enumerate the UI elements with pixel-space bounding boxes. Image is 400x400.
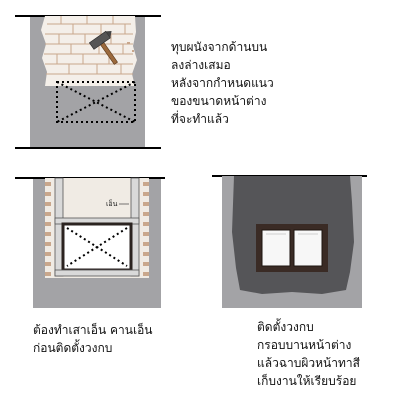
- planned-window-outline: [56, 81, 136, 123]
- window-x-marker: [66, 227, 128, 267]
- sill-beam: [54, 269, 140, 277]
- step1-caption-line: หลังจากกำหนดแนว: [171, 76, 274, 90]
- step2-caption: ต้องทำเสาเอ็น คานเอ็น ก่อนติดตั้งวงกบ: [33, 321, 152, 357]
- step1-illustration: [15, 12, 161, 152]
- step1-caption-line: ลงล่างเสมอ: [171, 58, 231, 72]
- window-pane-left: [261, 229, 291, 267]
- step1-caption-line: ของขนาดหน้าต่าง: [171, 94, 267, 108]
- window-pane-right: [293, 229, 323, 267]
- step3-caption-line: กรอบบานหน้าต่าง: [257, 338, 352, 352]
- step2-illustration: [15, 172, 165, 312]
- tie-beam-label: เอ็น: [106, 200, 118, 208]
- step3-caption: ติดตั้งวงกบ กรอบบานหน้าต่าง แล้วฉาบผิวหน…: [257, 318, 360, 390]
- step3-caption-line: แล้วฉาบผิวหน้าทาสี: [257, 356, 360, 370]
- side-bricks: [45, 182, 149, 276]
- step1-caption-line: ทุบผนังจากด้านบน: [171, 40, 268, 54]
- debris: [127, 42, 134, 52]
- step3-caption-line: เก็บงานให้เรียบร้อย: [257, 374, 357, 388]
- step1-caption-line: ที่จะทำแล้ว: [171, 112, 229, 126]
- step2-caption-line: ต้องทำเสาเอ็น คานเอ็น: [33, 323, 153, 337]
- step3-illustration: [212, 172, 372, 312]
- step2-caption-line: ก่อนติดตั้งวงกบ: [33, 341, 113, 355]
- hammer-icon: [88, 30, 118, 65]
- step3-caption-line: ติดตั้งวงกบ: [257, 320, 314, 334]
- step1-caption: ทุบผนังจากด้านบน ลงล่างเสมอ หลังจากกำหนด…: [171, 38, 274, 128]
